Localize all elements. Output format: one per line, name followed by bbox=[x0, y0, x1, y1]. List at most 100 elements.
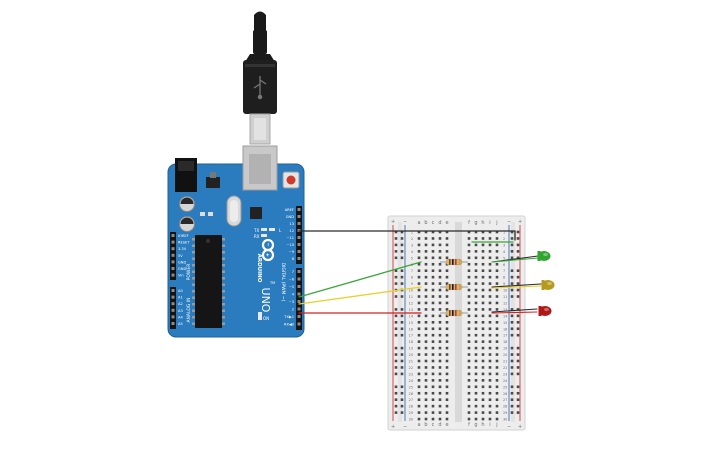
breadboard-hole[interactable] bbox=[445, 288, 449, 292]
rail-hole[interactable] bbox=[394, 243, 398, 247]
breadboard-hole[interactable] bbox=[488, 243, 492, 247]
breadboard-hole[interactable] bbox=[417, 269, 421, 272]
breadboard-hole[interactable] bbox=[467, 275, 471, 279]
breadboard-hole[interactable] bbox=[424, 282, 428, 285]
breadboard-hole[interactable] bbox=[488, 237, 492, 240]
breadboard-hole[interactable] bbox=[445, 391, 449, 395]
breadboard-hole[interactable] bbox=[467, 411, 471, 414]
breadboard-hole[interactable] bbox=[481, 295, 485, 298]
breadboard-hole[interactable] bbox=[417, 372, 421, 376]
breadboard-hole[interactable] bbox=[467, 250, 471, 253]
resistor-icon[interactable] bbox=[440, 283, 468, 291]
breadboard-hole[interactable] bbox=[417, 321, 421, 324]
header-pin[interactable] bbox=[171, 234, 175, 237]
breadboard-hole[interactable] bbox=[424, 372, 428, 376]
rail-hole[interactable] bbox=[400, 230, 404, 234]
header-pin[interactable] bbox=[297, 292, 301, 296]
rail-hole[interactable] bbox=[516, 359, 520, 363]
rail-hole[interactable] bbox=[400, 391, 404, 395]
breadboard-hole[interactable] bbox=[438, 314, 442, 318]
breadboard-hole[interactable] bbox=[417, 327, 421, 331]
breadboard-hole[interactable] bbox=[438, 321, 442, 324]
breadboard-hole[interactable] bbox=[438, 372, 442, 376]
breadboard-hole[interactable] bbox=[488, 230, 492, 234]
breadboard-hole[interactable] bbox=[495, 391, 499, 395]
rail-hole[interactable] bbox=[400, 385, 404, 389]
breadboard-hole[interactable] bbox=[424, 250, 428, 253]
header-pin[interactable] bbox=[297, 236, 301, 239]
breadboard-hole[interactable] bbox=[431, 404, 435, 408]
breadboard-hole[interactable] bbox=[431, 333, 435, 337]
breadboard-hole[interactable] bbox=[467, 288, 471, 292]
breadboard-hole[interactable] bbox=[445, 321, 449, 324]
breadboard-hole[interactable] bbox=[474, 417, 478, 421]
rail-hole[interactable] bbox=[510, 391, 514, 395]
rail-hole[interactable] bbox=[516, 404, 520, 408]
breadboard-hole[interactable] bbox=[438, 256, 442, 260]
breadboard-hole[interactable] bbox=[488, 398, 492, 401]
breadboard-hole[interactable] bbox=[481, 250, 485, 253]
breadboard-hole[interactable] bbox=[424, 321, 428, 324]
breadboard-hole[interactable] bbox=[481, 404, 485, 408]
rail-hole[interactable] bbox=[510, 237, 514, 240]
header-pin[interactable] bbox=[171, 253, 175, 257]
breadboard-hole[interactable] bbox=[438, 243, 442, 247]
breadboard-hole[interactable] bbox=[445, 417, 449, 421]
breadboard-hole[interactable] bbox=[438, 301, 442, 305]
breadboard-hole[interactable] bbox=[417, 243, 421, 247]
breadboard-hole[interactable] bbox=[417, 301, 421, 305]
breadboard-hole[interactable] bbox=[424, 230, 428, 234]
breadboard-hole[interactable] bbox=[467, 243, 471, 247]
breadboard-hole[interactable] bbox=[431, 391, 435, 395]
breadboard-hole[interactable] bbox=[445, 295, 449, 298]
breadboard-hole[interactable] bbox=[495, 346, 499, 350]
breadboard-hole[interactable] bbox=[495, 321, 499, 324]
breadboard-hole[interactable] bbox=[417, 262, 421, 266]
breadboard-hole[interactable] bbox=[431, 314, 435, 318]
breadboard-hole[interactable] bbox=[495, 411, 499, 414]
rail-hole[interactable] bbox=[510, 321, 514, 324]
breadboard-hole[interactable] bbox=[495, 353, 499, 356]
breadboard-hole[interactable] bbox=[481, 321, 485, 324]
wire-yellow[interactable] bbox=[298, 286, 422, 305]
breadboard-hole[interactable] bbox=[417, 250, 421, 253]
breadboard-hole[interactable] bbox=[474, 398, 478, 401]
breadboard-hole[interactable] bbox=[431, 353, 435, 356]
breadboard-hole[interactable] bbox=[488, 391, 492, 395]
breadboard-hole[interactable] bbox=[474, 372, 478, 376]
breadboard-hole[interactable] bbox=[488, 340, 492, 343]
breadboard-hole[interactable] bbox=[467, 417, 471, 421]
led-wire-red-anode[interactable] bbox=[491, 311, 538, 314]
breadboard-hole[interactable] bbox=[445, 359, 449, 363]
breadboard-hole[interactable] bbox=[417, 385, 421, 389]
breadboard-hole[interactable] bbox=[438, 295, 442, 298]
breadboard-hole[interactable] bbox=[424, 385, 428, 389]
breadboard-hole[interactable] bbox=[445, 385, 449, 389]
breadboard-hole[interactable] bbox=[495, 385, 499, 389]
led-wire-green-anode[interactable] bbox=[491, 257, 539, 263]
breadboard-hole[interactable] bbox=[445, 372, 449, 376]
breadboard-hole[interactable] bbox=[495, 379, 499, 382]
rail-hole[interactable] bbox=[394, 275, 398, 279]
breadboard-hole[interactable] bbox=[474, 314, 478, 318]
rail-hole[interactable] bbox=[400, 346, 404, 350]
breadboard-hole[interactable] bbox=[488, 275, 492, 279]
breadboard-hole[interactable] bbox=[431, 340, 435, 343]
rail-hole[interactable] bbox=[394, 404, 398, 408]
header-pin[interactable] bbox=[297, 215, 301, 218]
breadboard-hole[interactable] bbox=[488, 346, 492, 350]
breadboard-hole[interactable] bbox=[445, 269, 449, 272]
breadboard-hole[interactable] bbox=[467, 262, 471, 266]
rail-hole[interactable] bbox=[394, 282, 398, 285]
rail-hole[interactable] bbox=[510, 346, 514, 350]
header-pin[interactable] bbox=[171, 322, 175, 325]
breadboard-hole[interactable] bbox=[431, 230, 435, 234]
rail-hole[interactable] bbox=[400, 359, 404, 363]
breadboard-hole[interactable] bbox=[474, 282, 478, 285]
led-wire-yellow-cathode[interactable] bbox=[491, 283, 542, 288]
rail-hole[interactable] bbox=[510, 288, 514, 292]
rail-hole[interactable] bbox=[394, 295, 398, 298]
breadboard-hole[interactable] bbox=[438, 391, 442, 395]
breadboard-hole[interactable] bbox=[474, 359, 478, 363]
breadboard-hole[interactable] bbox=[438, 379, 442, 382]
